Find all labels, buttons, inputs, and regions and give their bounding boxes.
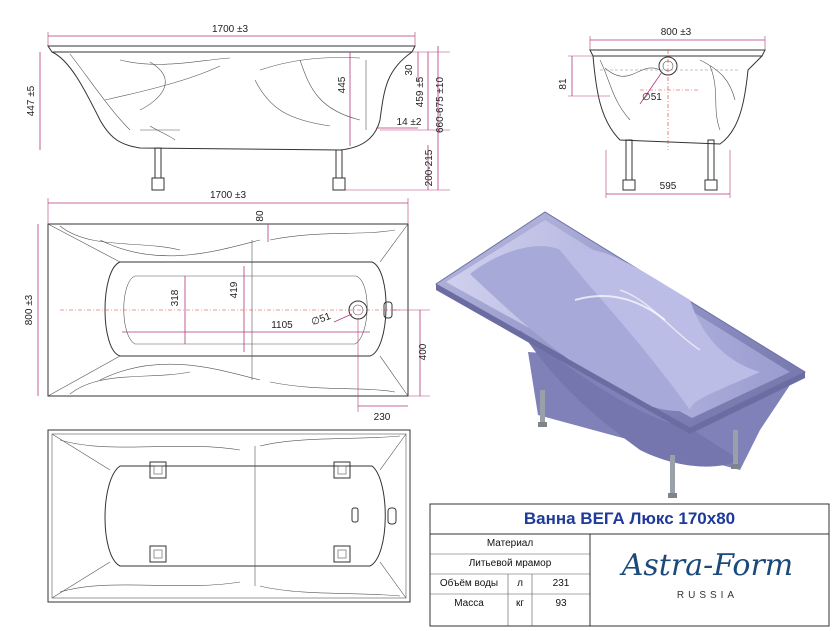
volume-unit: л [517, 578, 523, 589]
mass-unit: кг [515, 598, 525, 609]
material-label: Материал [486, 538, 534, 549]
dim-end-81: 81 [558, 78, 569, 90]
dim-side-height-range: 660-675 ±10 [435, 77, 446, 134]
title-block: Ванна ВЕГА Люкс 170х80 Материал Литьевой… [430, 504, 829, 626]
dim-side-rim-30: 30 [404, 64, 415, 76]
logo-sub: RUSSIA [676, 590, 739, 601]
volume-value: 231 [552, 578, 570, 589]
mass-label: Масса [454, 598, 484, 609]
dim-top-400: 400 [418, 343, 429, 360]
dim-side-inner-depth: 445 [337, 76, 348, 93]
dim-top-length: 1700 ±3 [210, 190, 247, 201]
end-view: 800 ±3 81 ∅51 595 [558, 27, 766, 198]
dim-top-1105: 1105 [271, 320, 293, 331]
dim-side-leg-range: 200-215 [424, 149, 435, 186]
dim-top-80: 80 [255, 210, 266, 222]
dim-end-leg-span: 595 [660, 181, 677, 192]
dim-end-width: 800 ±3 [661, 27, 692, 38]
logo-brand: Astra-Form [621, 548, 794, 583]
bathtub-render [435, 211, 807, 498]
dim-side-length: 1700 ±3 [212, 24, 249, 35]
side-view: 1700 ±3 447 ±5 445 30 459 ±5 660-675 ±10… [26, 24, 450, 191]
product-title: Ванна ВЕГА Люкс 170х80 [523, 509, 736, 528]
dim-side-rim-depth: 459 ±5 [415, 76, 426, 107]
dim-top-width: 800 ±3 [24, 294, 35, 325]
dim-top-419: 419 [229, 281, 240, 298]
title-block-grid [429, 503, 830, 627]
material-value: Литьевой мрамор [468, 558, 552, 569]
dim-top-318: 318 [170, 289, 181, 306]
top-view: 1700 ±3 800 ±3 80 318 419 1105 ∅51 400 2… [24, 190, 430, 423]
dim-top-drain: ∅51 [310, 311, 333, 328]
dim-top-230: 230 [374, 412, 391, 423]
dim-side-wall: 14 ±2 [397, 117, 422, 128]
dim-end-drain: ∅51 [642, 92, 662, 103]
mass-value: 93 [555, 598, 567, 609]
astra-form-logo: Astra-Form RUSSIA [590, 548, 825, 608]
volume-label: Объём воды [439, 578, 499, 589]
bottom-view [47, 429, 411, 603]
dim-side-height-total: 447 ±5 [26, 85, 37, 116]
